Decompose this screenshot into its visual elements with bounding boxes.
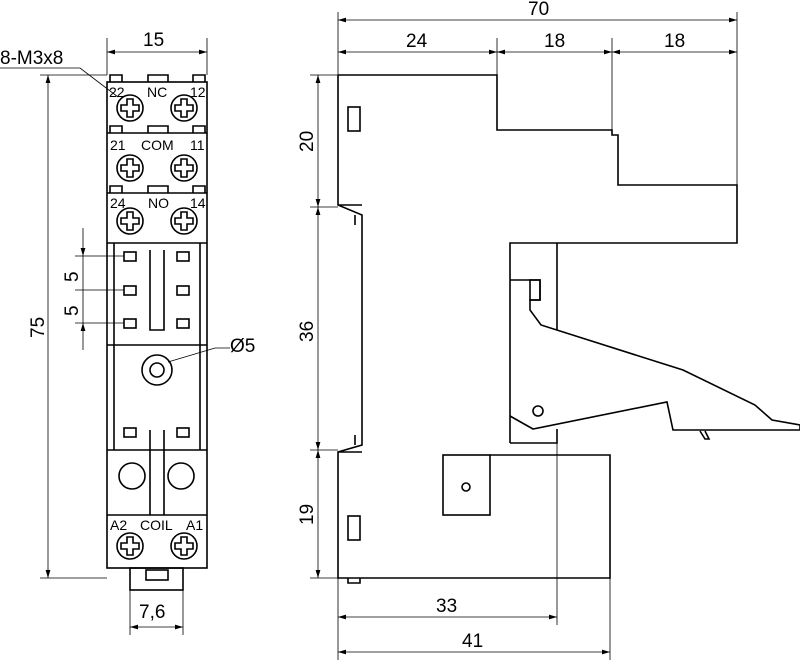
release-lever <box>509 243 800 444</box>
screw-icon <box>116 207 144 235</box>
screw-icon <box>170 207 198 235</box>
contact-slots <box>123 251 190 438</box>
screw-spec: 8-M3x8 <box>0 48 63 69</box>
dim-base1: 33 <box>436 596 457 617</box>
terminal-label: 24 <box>110 195 126 211</box>
coil-hole <box>118 462 146 490</box>
screw-icon <box>170 532 198 560</box>
dim-h1: 20 <box>297 131 318 152</box>
dim-seg2: 18 <box>544 31 565 52</box>
dim-height: 75 <box>28 317 49 338</box>
coil-hole <box>167 462 195 490</box>
terminal-label: 12 <box>190 84 206 100</box>
dim-width: 15 <box>143 30 164 51</box>
dim-hole: Ø5 <box>230 336 255 357</box>
screw-icon <box>116 154 144 182</box>
terminal-label: 21 <box>110 137 126 153</box>
terminal-label: 14 <box>190 195 206 211</box>
socket-body <box>106 81 208 569</box>
din-clip <box>129 567 184 591</box>
terminal-label: 11 <box>190 137 205 153</box>
dim-h2: 36 <box>297 321 318 342</box>
terminal-label: NO <box>148 195 169 211</box>
side-outline <box>337 74 738 579</box>
dim-total: 70 <box>528 0 549 20</box>
terminal-label: COIL <box>140 517 173 533</box>
dim-base2: 41 <box>462 631 483 652</box>
front-view: 22 NC 12 21 COM 11 24 NO 14 A2 COIL A1 1… <box>0 30 255 635</box>
dim-seg3: 18 <box>664 31 685 52</box>
screw-icon <box>170 154 198 182</box>
terminal-label: A1 <box>186 517 203 533</box>
screw-icon <box>116 532 144 560</box>
dim-seg1: 24 <box>406 31 428 52</box>
mounting-hole <box>141 354 173 386</box>
terminal-label: NC <box>147 84 167 100</box>
side-view: 70 24 18 18 20 36 19 33 41 <box>297 0 800 660</box>
dim-pitch: 5 <box>62 305 83 316</box>
dim-pitch: 5 <box>62 271 83 282</box>
terminal-label: COM <box>141 137 174 153</box>
terminal-label: A2 <box>110 517 127 533</box>
terminal-label: 22 <box>109 84 125 100</box>
dim-h3: 19 <box>297 504 318 525</box>
dim-clip: 7,6 <box>139 602 165 623</box>
